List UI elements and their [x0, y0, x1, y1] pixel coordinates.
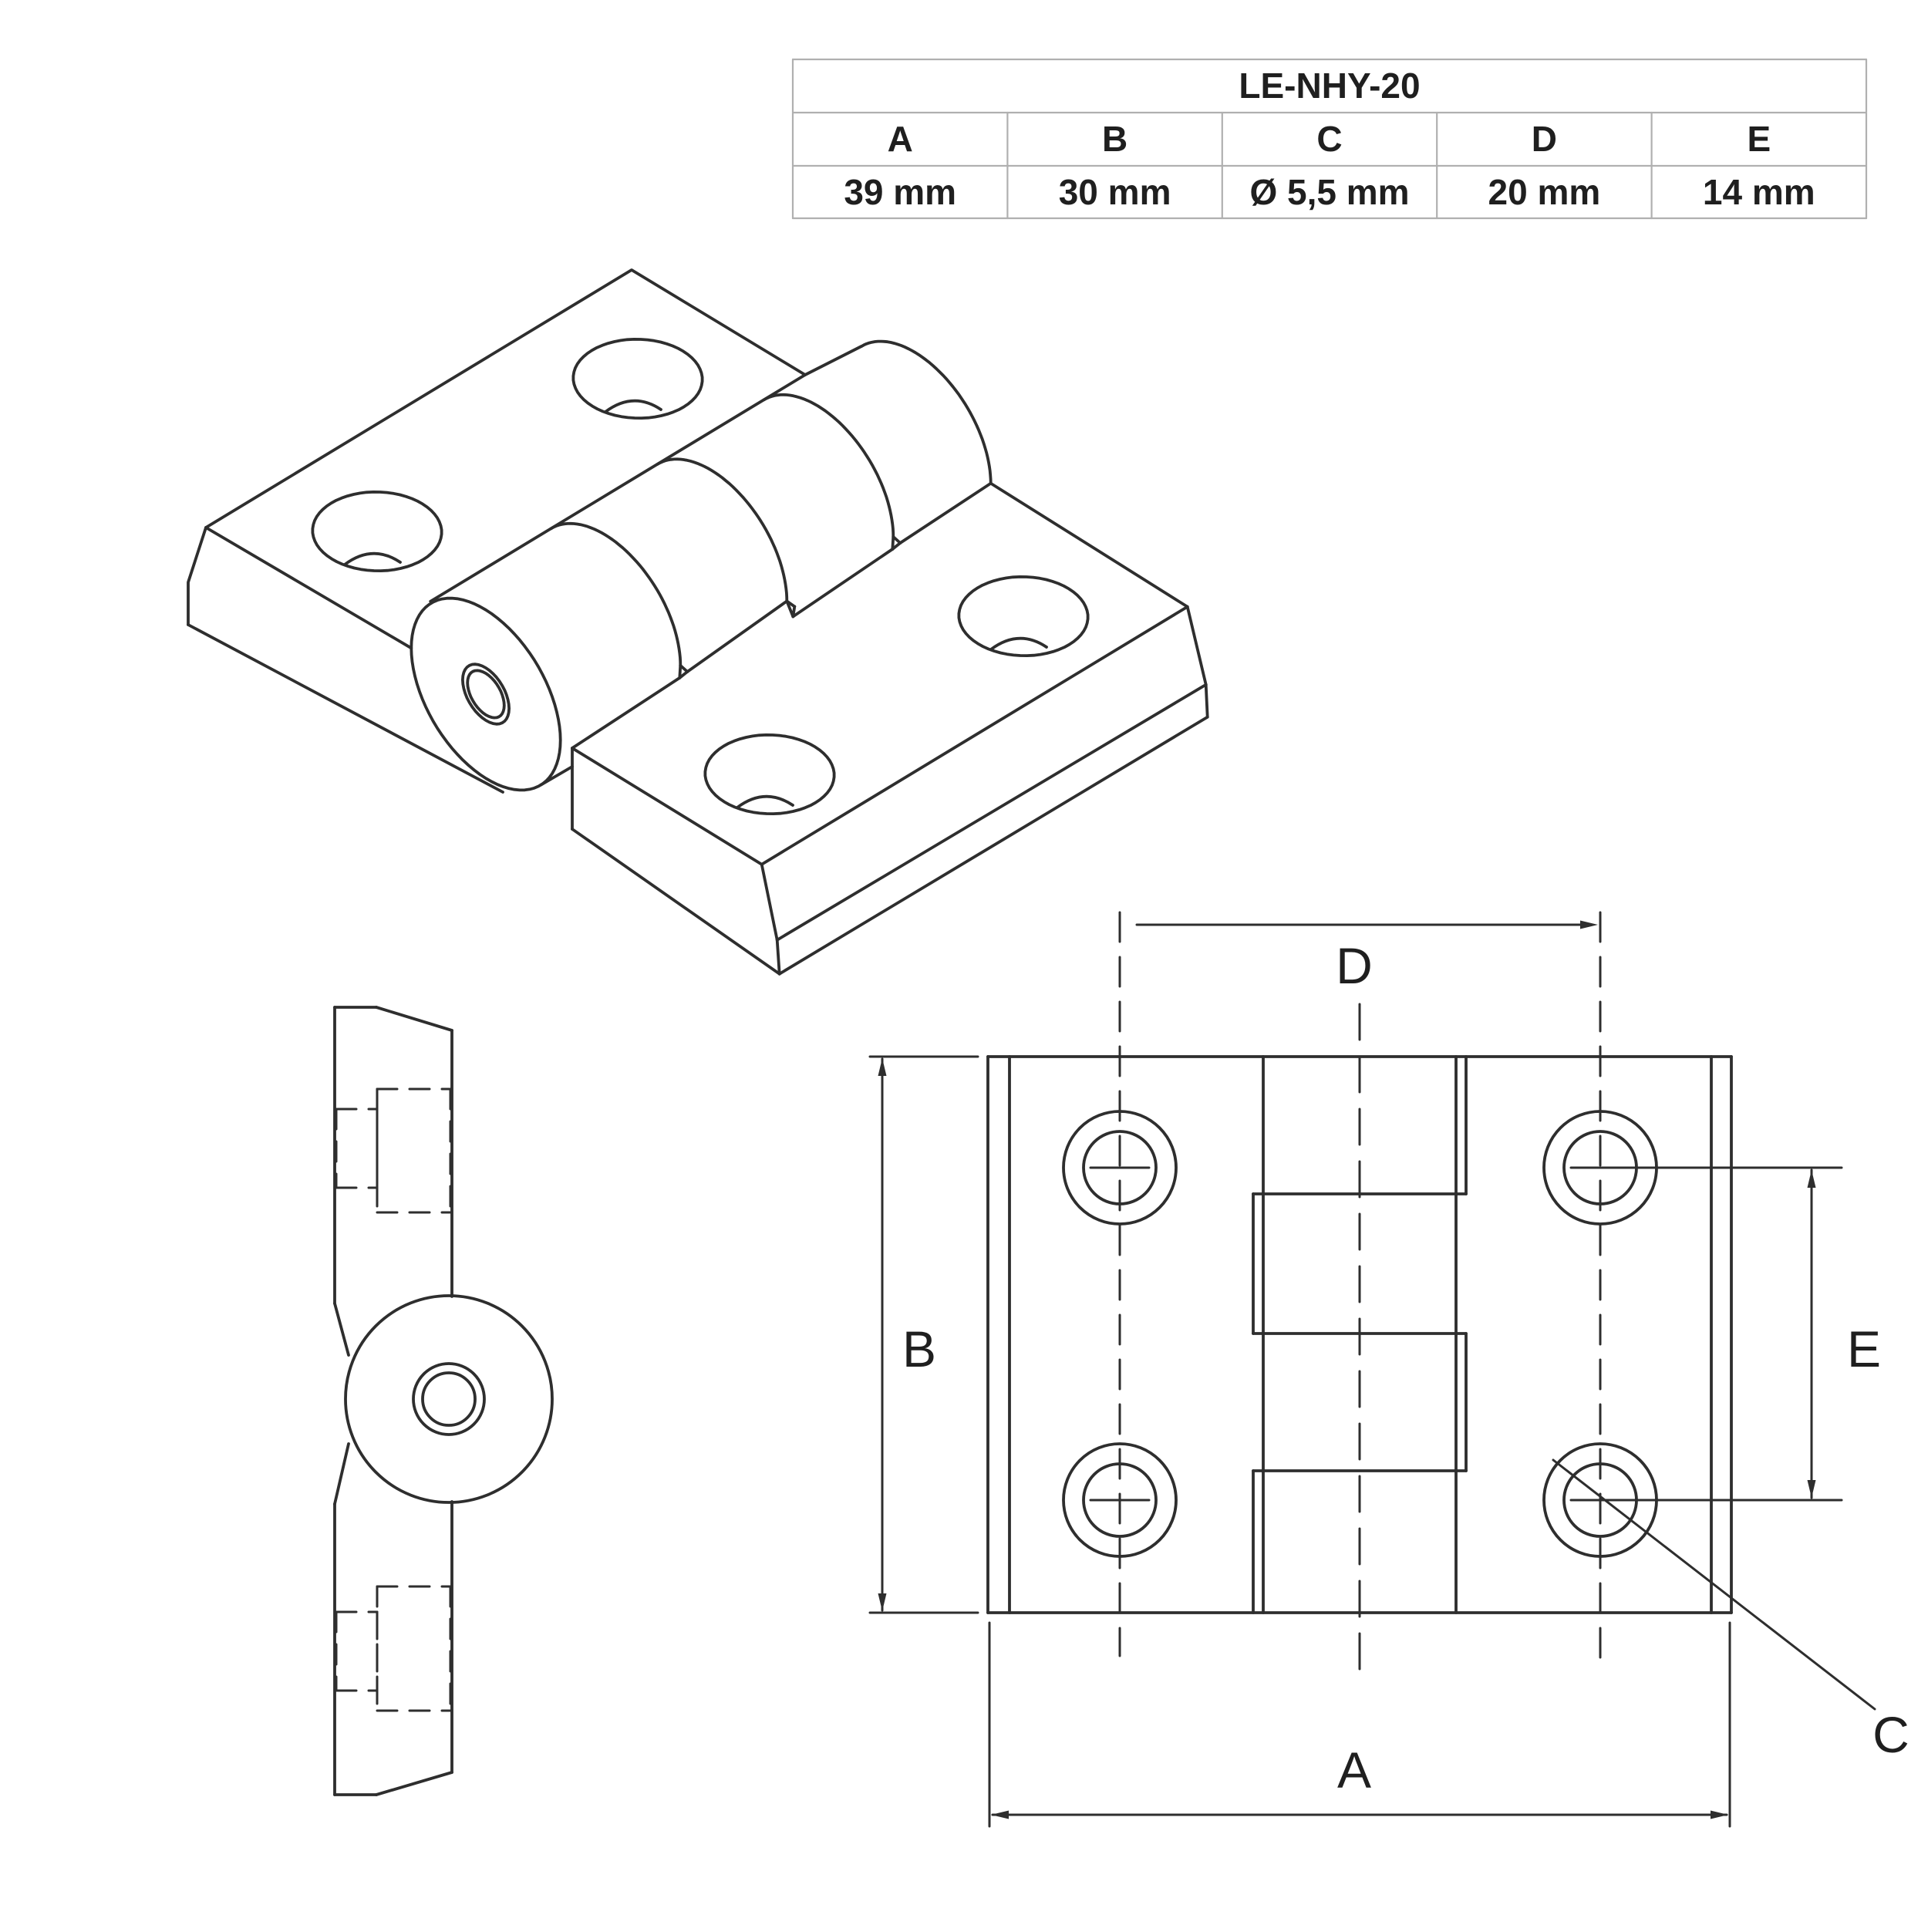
svg-text:A: A	[888, 119, 913, 159]
svg-text:20 mm: 20 mm	[1488, 172, 1601, 212]
svg-text:Ø 5,5 mm: Ø 5,5 mm	[1249, 172, 1409, 212]
svg-text:B: B	[902, 1320, 936, 1377]
svg-text:30 mm: 30 mm	[1059, 172, 1171, 212]
svg-text:C: C	[1316, 119, 1342, 159]
svg-text:C: C	[1872, 1706, 1909, 1763]
svg-text:D: D	[1336, 937, 1373, 994]
svg-text:LE-NHY-20: LE-NHY-20	[1239, 66, 1420, 106]
svg-text:39 mm: 39 mm	[844, 172, 956, 212]
svg-text:14 mm: 14 mm	[1703, 172, 1815, 212]
svg-text:E: E	[1747, 119, 1771, 159]
svg-text:B: B	[1102, 119, 1127, 159]
svg-text:D: D	[1532, 119, 1557, 159]
svg-text:A: A	[1337, 1741, 1371, 1799]
svg-text:E: E	[1847, 1320, 1881, 1377]
